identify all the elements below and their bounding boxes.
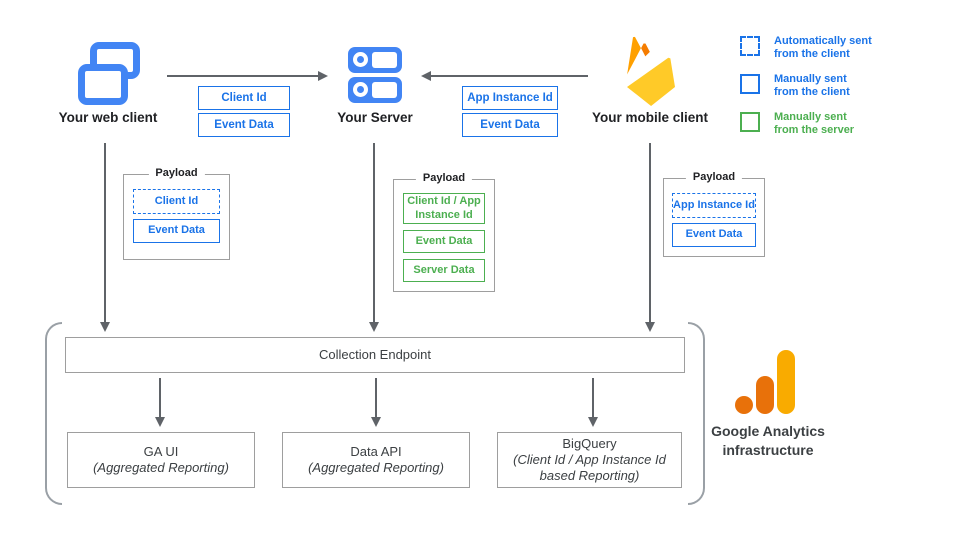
output-ga-ui-title: GA UI xyxy=(143,443,179,459)
arrow-web-to-server xyxy=(167,75,319,77)
firebase-icon xyxy=(627,36,675,106)
mobile-client-label: Your mobile client xyxy=(591,110,708,125)
legend-item-manual-client-line2: from the client xyxy=(774,86,850,98)
payload-mobile: Payload App Instance Id Event Data xyxy=(663,171,765,257)
flow-param-event-data-mobile: Event Data xyxy=(462,113,558,137)
legend-item-auto-client: Automatically sent from the client xyxy=(774,35,904,61)
ga-logo-mid-bar xyxy=(756,376,774,414)
collection-endpoint-box: Collection Endpoint xyxy=(65,337,685,373)
arrowhead-endpoint-to-data-api-icon xyxy=(371,417,381,427)
output-data-api-subtitle: (Aggregated Reporting) xyxy=(308,460,444,475)
arrow-server-to-endpoint xyxy=(373,143,375,323)
arrow-endpoint-to-data-api xyxy=(375,378,377,418)
flow-param-event-data: Event Data xyxy=(198,113,290,137)
payload-web-client-id: Client Id xyxy=(133,189,220,214)
arrowhead-server-to-endpoint-icon xyxy=(369,322,379,332)
arrowhead-endpoint-to-bigquery-icon xyxy=(588,417,598,427)
legend-item-manual-server-line2: from the server xyxy=(774,124,855,136)
legend-item-auto-client-line2: from the client xyxy=(774,48,850,60)
web-client-icon xyxy=(78,42,142,105)
payload-mobile-title: Payload xyxy=(685,171,743,183)
ga-logo-dot xyxy=(735,396,753,414)
server-icon-rack-bottom xyxy=(348,77,402,103)
payload-web: Payload Client Id Event Data xyxy=(123,167,230,260)
payload-web-title: Payload xyxy=(148,167,205,179)
output-bigquery-title: BigQuery xyxy=(562,435,617,451)
arrowhead-web-to-server-icon xyxy=(318,71,328,81)
legend-item-manual-client-line1: Manually sent xyxy=(774,73,847,85)
web-client-icon-front-window xyxy=(78,64,128,105)
server-icon xyxy=(348,47,402,104)
flow-param-app-instance-id: App Instance Id xyxy=(462,86,558,110)
flow-param-client-id: Client Id xyxy=(198,86,290,110)
arrowhead-web-to-endpoint-icon xyxy=(100,322,110,332)
legend-item-manual-server: Manually sent from the server xyxy=(774,111,904,137)
arrow-endpoint-to-bigquery xyxy=(592,378,594,418)
payload-mobile-event-data: Event Data xyxy=(672,223,756,247)
payload-server-ids: Client Id / App Instance Id xyxy=(403,193,485,225)
infrastructure-bracket-right xyxy=(688,322,705,505)
infrastructure-caption: Google Analytics infrastructure xyxy=(698,422,838,460)
legend-item-auto-client-line1: Automatically sent xyxy=(774,35,872,47)
payload-web-event-data: Event Data xyxy=(133,219,220,243)
arrow-web-to-endpoint xyxy=(104,143,106,323)
web-client-label: Your web client xyxy=(58,110,158,125)
payload-server-title: Payload xyxy=(415,172,473,184)
output-ga-ui-box: GA UI (Aggregated Reporting) xyxy=(67,432,255,488)
arrowhead-mobile-to-server-icon xyxy=(421,71,431,81)
output-ga-ui-subtitle: (Aggregated Reporting) xyxy=(93,460,229,475)
legend-swatch-manual-server-icon xyxy=(740,112,760,132)
infrastructure-bracket-left xyxy=(45,322,62,505)
server-icon-rack-top xyxy=(348,47,402,73)
infrastructure-caption-line1: Google Analytics xyxy=(711,423,825,439)
infrastructure-caption-line2: infrastructure xyxy=(722,441,814,458)
ga-logo-tall-bar xyxy=(777,350,795,414)
payload-server: Payload Client Id / App Instance Id Even… xyxy=(393,172,495,292)
payload-server-event-data: Event Data xyxy=(403,230,485,254)
legend-item-manual-server-line1: Manually sent xyxy=(774,111,847,123)
output-data-api-title: Data API xyxy=(350,443,402,459)
payload-mobile-app-instance-id: App Instance Id xyxy=(672,193,756,218)
arrowhead-endpoint-to-ga-ui-icon xyxy=(155,417,165,427)
arrow-mobile-to-endpoint xyxy=(649,143,651,323)
output-bigquery-box: BigQuery (Client Id / App Instance Id ba… xyxy=(497,432,682,488)
arrow-mobile-to-server xyxy=(431,75,588,77)
legend-swatch-auto-client-icon xyxy=(740,36,760,56)
server-label: Your Server xyxy=(337,110,413,125)
arrowhead-mobile-to-endpoint-icon xyxy=(645,322,655,332)
output-data-api-box: Data API (Aggregated Reporting) xyxy=(282,432,470,488)
google-analytics-logo-icon xyxy=(735,350,797,414)
payload-server-server-data: Server Data xyxy=(403,259,485,282)
legend-swatch-manual-client-icon xyxy=(740,74,760,94)
output-bigquery-subtitle: (Client Id / App Instance Id based Repor… xyxy=(513,451,666,484)
arrow-endpoint-to-ga-ui xyxy=(159,378,161,418)
legend-item-manual-client: Manually sent from the client xyxy=(774,73,904,99)
